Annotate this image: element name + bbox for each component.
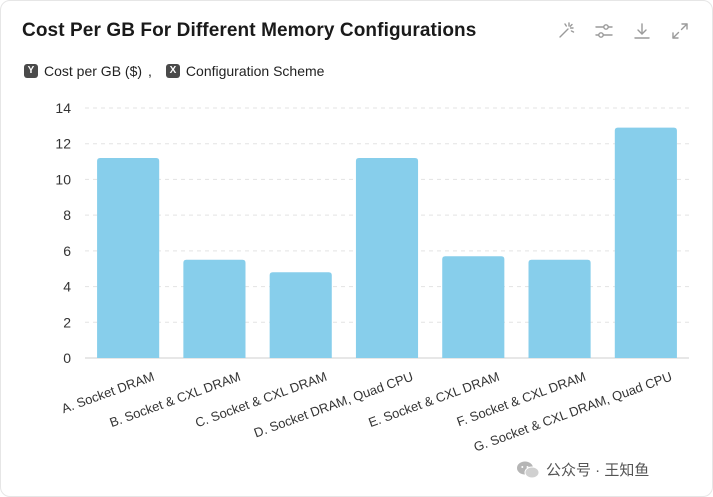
x-tick-label: D. Socket DRAM, Quad CPU <box>252 369 415 441</box>
y-axis-label: Cost per GB ($) <box>44 63 143 79</box>
y-tick-label: 2 <box>63 314 71 330</box>
bar <box>97 158 160 358</box>
legend-x: X Configuration Scheme <box>165 63 325 79</box>
x-key-badge: X <box>165 64 180 78</box>
y-tick-label: 0 <box>63 350 71 366</box>
expand-icon[interactable] <box>670 21 690 41</box>
bar <box>442 256 505 358</box>
chart-title: Cost Per GB For Different Memory Configu… <box>22 20 477 41</box>
y-key-badge: Y <box>24 64 38 78</box>
sliders-icon[interactable] <box>594 21 614 41</box>
magic-icon[interactable] <box>556 21 576 41</box>
chart-legend: Y Cost per GB ($) , X Configuration Sche… <box>24 63 324 79</box>
bar <box>183 259 246 358</box>
y-tick-label: 6 <box>63 243 71 259</box>
y-tick-label: 14 <box>55 100 71 116</box>
y-tick-label: 8 <box>63 207 71 223</box>
watermark-text: 公众号 · 王知鱼 <box>546 462 650 479</box>
wechat-icon <box>517 461 540 478</box>
bar <box>355 158 419 358</box>
x-axis-label: Configuration Scheme <box>185 63 325 79</box>
y-tick-label: 4 <box>63 279 71 295</box>
y-tick-label: 12 <box>55 136 71 152</box>
bar <box>269 272 332 358</box>
watermark: 公众号 · 王知鱼 <box>516 459 649 480</box>
y-tick-label: 10 <box>55 171 71 187</box>
download-icon[interactable] <box>632 21 652 41</box>
legend-separator: , <box>148 63 152 79</box>
bar <box>614 127 677 359</box>
bar <box>528 259 591 358</box>
chart-toolbar <box>556 21 690 41</box>
legend-y: Y Cost per GB ($) <box>24 63 142 79</box>
